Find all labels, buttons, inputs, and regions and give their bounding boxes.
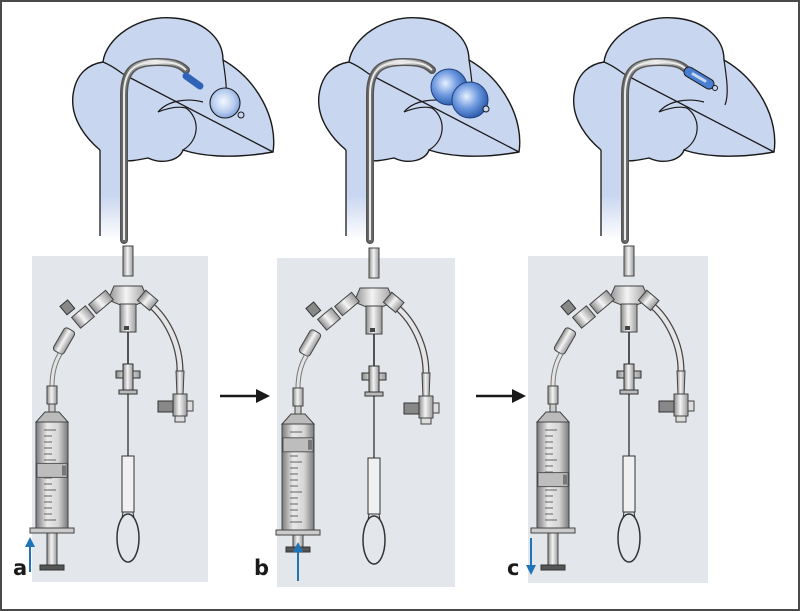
guidewire-handle	[367, 457, 381, 515]
inflation-tube	[50, 353, 62, 387]
left-stopcock-valve-icon	[305, 301, 322, 318]
syringe-plunger-thumb	[39, 564, 65, 571]
stopcock-body	[172, 393, 188, 417]
loop-handle	[116, 513, 140, 563]
transition-arrow-a-to-b	[220, 389, 270, 403]
syringe-plunger-rod	[46, 532, 58, 566]
syringe-flange	[29, 527, 75, 534]
catheter-shaft	[122, 245, 134, 277]
inflation-connector	[52, 327, 76, 355]
device-panel-b	[275, 247, 455, 587]
balloon-neck	[182, 72, 204, 90]
left-stopcock-valve-icon	[560, 299, 577, 316]
device-panel-a	[25, 245, 208, 582]
inflation-tube	[551, 353, 563, 387]
left-port-connector	[589, 289, 615, 315]
arrow-up-icon	[293, 542, 303, 552]
left-stopcock	[70, 305, 96, 329]
left-stopcock	[316, 307, 342, 331]
stopcock-valve-icon	[658, 400, 675, 413]
inflation-connector	[298, 329, 322, 357]
inflation-tube	[296, 355, 308, 389]
catheter-shaft	[623, 245, 635, 277]
organ-illustration-b	[317, 17, 521, 244]
catheter-shaft	[368, 247, 380, 279]
right-port-connector	[637, 289, 660, 312]
loop-handle	[617, 513, 641, 563]
stopcock-valve-icon	[403, 402, 420, 415]
panel-label-c: c	[507, 556, 519, 580]
guidewire-handle	[622, 455, 636, 513]
organ-illustration-a	[71, 17, 275, 244]
arrow-down-icon	[526, 565, 536, 575]
balloon-partial-icon	[209, 87, 241, 119]
left-stopcock-valve-icon	[59, 299, 76, 316]
syringe-tip	[292, 387, 304, 407]
syringe-plunger-seal	[537, 472, 569, 488]
arrow-up-icon	[25, 537, 35, 547]
organ-illustration-c	[572, 17, 776, 244]
stopcock-body	[418, 395, 434, 419]
transition-arrow-b-to-c	[476, 389, 526, 403]
syringe-plunger-seal	[282, 437, 314, 453]
device-panel-c	[526, 245, 708, 583]
syringe-tip	[46, 385, 58, 405]
syringe-plunger-rod	[547, 532, 559, 566]
syringe-plunger-seal	[36, 462, 68, 478]
panel-label-b: b	[254, 556, 269, 580]
left-stopcock	[571, 305, 597, 329]
syringe-flange	[275, 529, 321, 536]
right-port-connector	[382, 291, 405, 314]
inflation-connector	[553, 327, 577, 355]
left-port-connector	[334, 291, 360, 317]
right-port-connector	[136, 289, 159, 312]
loop-handle	[362, 515, 386, 565]
stopcock-valve-icon	[157, 400, 174, 413]
stopcock-body	[673, 393, 689, 417]
left-port-connector	[88, 289, 114, 315]
syringe-tip	[547, 385, 559, 405]
guidewire-handle	[121, 455, 135, 513]
syringe-plunger-thumb	[540, 564, 566, 571]
panel-label-a: a	[13, 556, 27, 580]
balloon-inflated-right-icon	[451, 81, 489, 119]
syringe-flange	[530, 527, 576, 534]
